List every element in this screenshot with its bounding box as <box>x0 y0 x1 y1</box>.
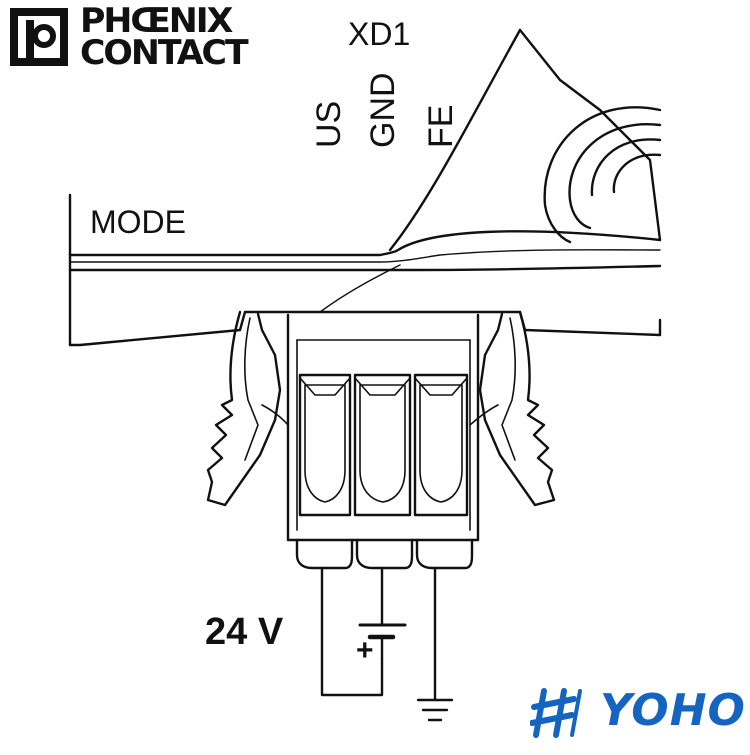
terminal-slot-1-inner <box>304 384 346 503</box>
housing-mid-line <box>68 264 662 272</box>
yoho-logo: YOHO <box>530 683 745 743</box>
pin-label-us: US <box>310 100 348 148</box>
plug-body <box>286 313 480 542</box>
latch-left-clip <box>261 404 289 426</box>
logo-text-line1: PHŒNIX <box>80 1 233 41</box>
housing-bottom-edge <box>68 318 662 347</box>
terminal-slot-1 <box>298 373 352 517</box>
plug-tab-1 <box>295 538 354 570</box>
housing-diagonal <box>319 264 401 313</box>
mode-label: MODE <box>90 204 186 240</box>
phoenix-contact-logo-icon <box>10 8 68 66</box>
yoho-logo-text: YOHO <box>600 685 746 736</box>
latch-right <box>478 310 556 507</box>
terminal-slot-1-lip <box>299 377 351 396</box>
wire-us <box>320 566 384 697</box>
latch-right-clip <box>469 404 499 426</box>
terminal-slot-2-inner <box>359 384 406 503</box>
terminal-slot-3-inner <box>419 384 463 503</box>
voltage-label: 24 V <box>205 611 284 653</box>
terminal-slot-3 <box>413 373 469 517</box>
pin-label-gnd: GND <box>364 72 402 148</box>
circle-feature-mid <box>568 123 662 230</box>
plug-tab-3 <box>415 538 474 570</box>
housing-front <box>68 230 662 257</box>
connector-label: XD1 <box>348 16 411 52</box>
yoho-logo-icon <box>530 688 582 738</box>
pin-label-fe: FE <box>422 104 460 148</box>
housing-slope <box>388 28 522 252</box>
circle-feature-inner <box>590 138 662 197</box>
circle-feature-outer <box>543 106 662 244</box>
latch-left <box>206 310 282 507</box>
terminal-slot-2 <box>353 373 412 517</box>
terminal-slot-2-lip <box>354 377 411 396</box>
logo-text-line2: CONTACT <box>80 33 249 73</box>
latch-right-inner <box>501 317 516 461</box>
circle-feature-core <box>612 153 662 194</box>
phoenix-contact-logo: PHŒNIX CONTACT <box>8 4 270 72</box>
housing-front-edge <box>69 249 661 263</box>
latch-left-inner <box>244 317 259 461</box>
polarity-label: + <box>356 634 374 667</box>
ground-symbol <box>416 698 454 722</box>
terminal-slot-3-lip <box>414 377 468 396</box>
plug-tab-2 <box>355 538 414 570</box>
